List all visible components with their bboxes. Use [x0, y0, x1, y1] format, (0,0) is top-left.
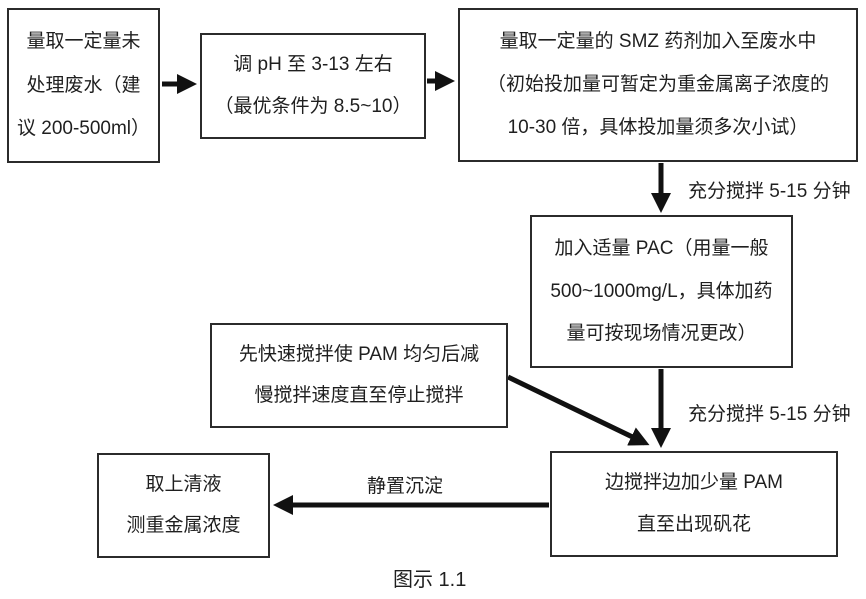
box-add-pac: 加入适量 PAC（用量一般 500~1000mg/L，具体加药 量可按现场情况更…: [530, 215, 793, 368]
box-line: 慢搅拌速度直至停止搅拌: [254, 385, 464, 407]
box-add-pam-floc: 边搅拌边加少量 PAM 直至出现矾花: [550, 451, 838, 557]
figure-caption: 图示 1.1: [393, 569, 467, 591]
box-add-smz: 量取一定量的 SMZ 药剂加入至废水中 （初始投加量可暂定为重金属离子浓度的 1…: [458, 8, 858, 162]
box-line: （初始投加量可暂定为重金属离子浓度的: [486, 74, 829, 96]
box-line: 量可按现场情况更改）: [566, 323, 757, 345]
box-sample-supernatant: 取上清液 测重金属浓度: [97, 453, 270, 558]
box-pam-stirring: 先快速搅拌使 PAM 均匀后减 慢搅拌速度直至停止搅拌: [210, 323, 508, 428]
box-line: 量取一定量的 SMZ 药剂加入至废水中: [499, 31, 817, 53]
arrow-pam-mix-to-pam-floc: [506, 374, 650, 446]
box-line: 边搅拌边加少量 PAM: [604, 472, 784, 494]
box-line: 加入适量 PAC（用量一般: [554, 237, 769, 259]
box-line: 10-30 倍，具体投加量须多次小试）: [507, 117, 809, 139]
box-line: 测重金属浓度: [126, 515, 241, 537]
box-line: 议 200-500ml）: [16, 117, 151, 139]
box-line: 直至出现矾花: [636, 513, 751, 535]
box-line: 处理废水（建: [26, 74, 141, 96]
box-measure-wastewater: 量取一定量未 处理废水（建 议 200-500ml）: [7, 8, 160, 163]
box-line: 量取一定量未: [26, 31, 141, 53]
box-line: 调 pH 至 3-13 左右: [233, 54, 393, 76]
box-adjust-ph: 调 pH 至 3-13 左右 （最优条件为 8.5~10）: [200, 33, 426, 139]
edge-label-stir-after-pac: 充分搅拌 5-15 分钟: [688, 404, 851, 425]
box-line: 取上清液: [145, 474, 222, 496]
edge-label-stir-after-smz: 充分搅拌 5-15 分钟: [688, 181, 851, 202]
box-line: （最优条件为 8.5~10）: [214, 95, 412, 117]
box-line: 先快速搅拌使 PAM 均匀后减: [238, 344, 480, 366]
box-line: 500~1000mg/L，具体加药: [550, 280, 773, 302]
edge-label-settle: 静置沉淀: [367, 476, 444, 497]
